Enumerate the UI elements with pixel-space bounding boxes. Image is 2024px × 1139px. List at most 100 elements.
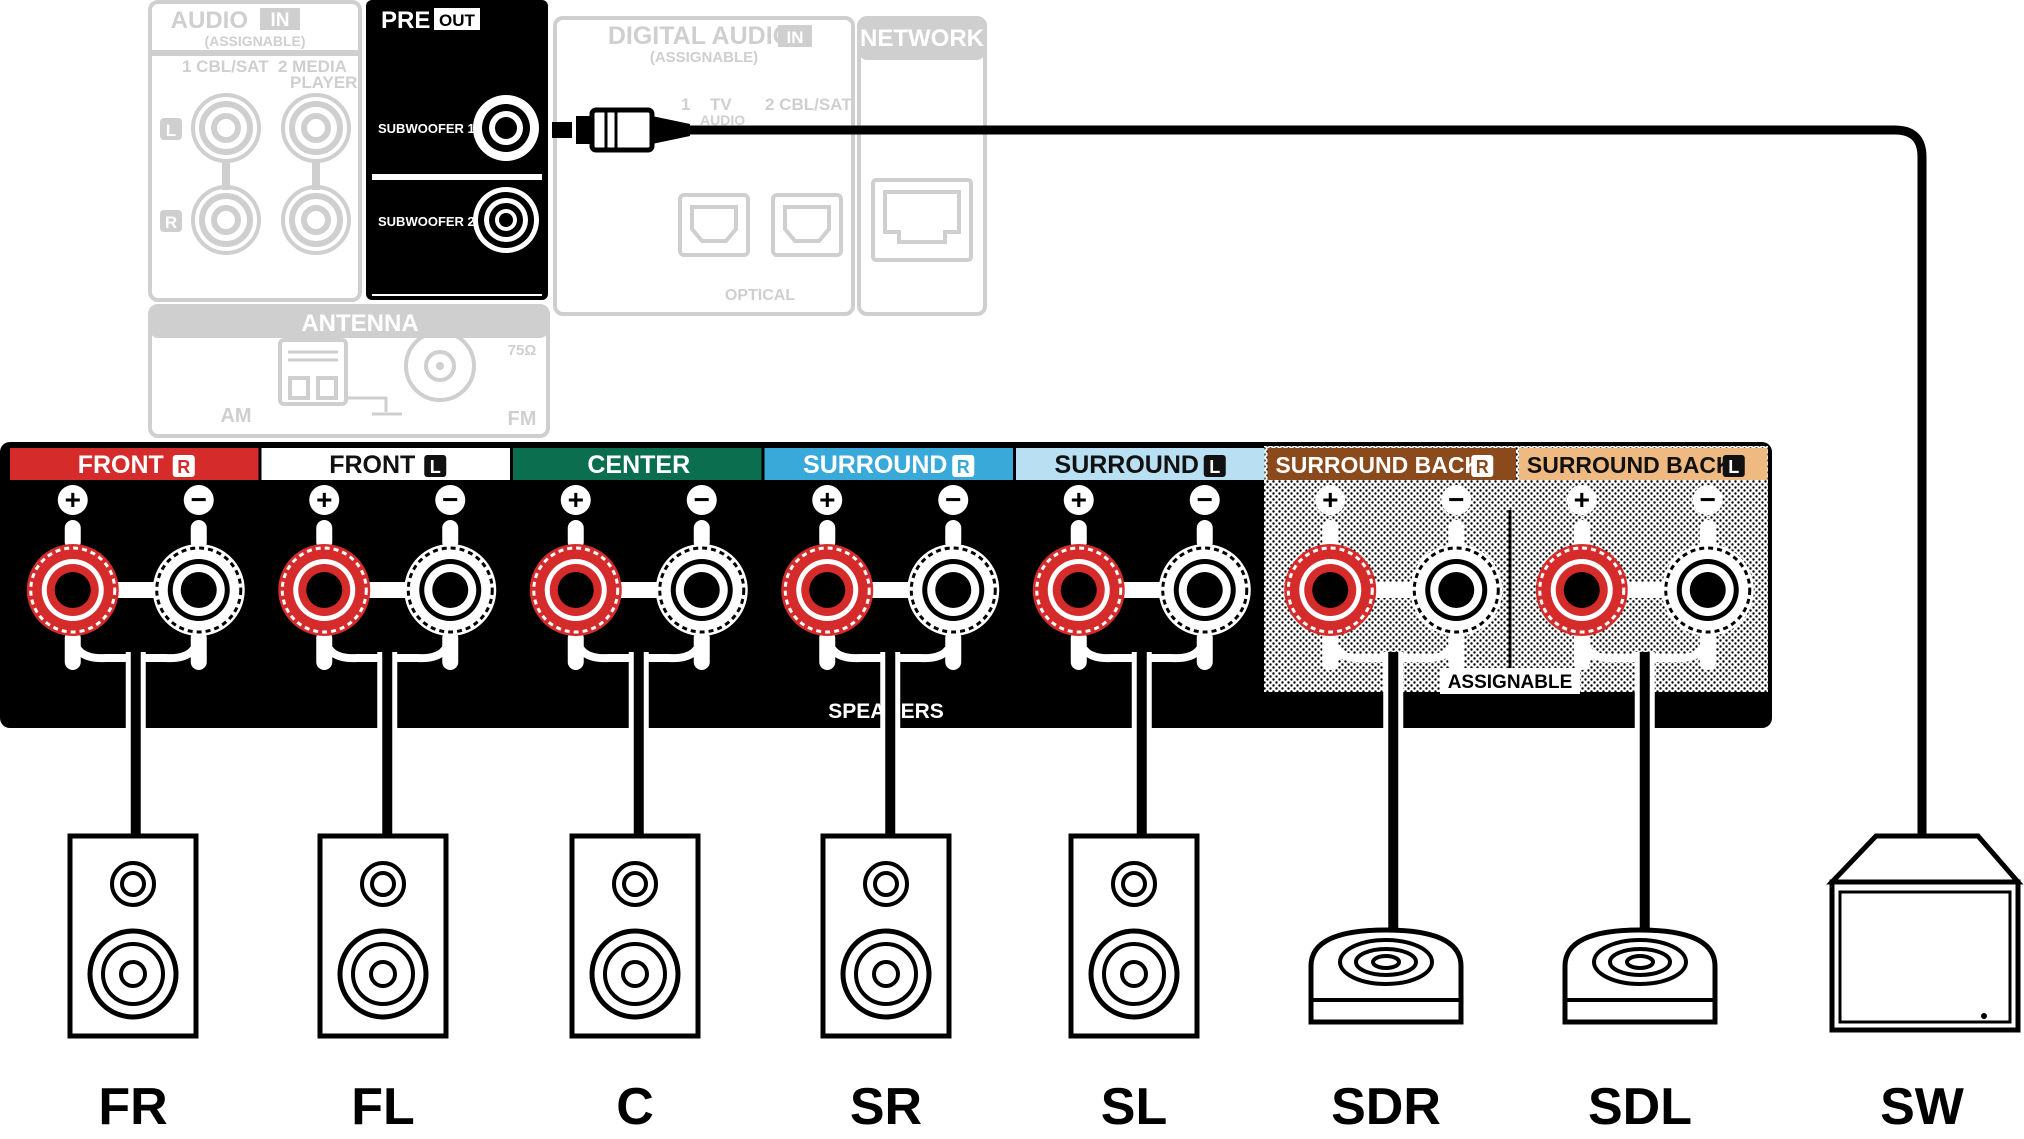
audio-in-col1: 1 CBL/SAT — [182, 57, 269, 76]
audio-in-col2a: 2 MEDIA — [278, 57, 347, 76]
audio-in-left: L — [166, 121, 176, 140]
channel-header-front-l: FRONT L — [261, 448, 510, 480]
height-speaker-icon — [1562, 927, 1718, 1025]
speaker-label: SDL — [1588, 1078, 1692, 1136]
channel-header-front-r: FRONT R — [10, 448, 259, 480]
audio-in-section: AUDIO IN (ASSIGNABLE) 1 CBL/SAT 2 MEDIA … — [148, 0, 362, 302]
channel-badge-surround-back-l: L — [1728, 457, 1739, 477]
bookshelf-speaker-icon — [1068, 833, 1200, 1039]
pre-out-title: PRE — [381, 7, 430, 34]
pre-out-section: PRE OUT SUBWOOFER 1 SUBWOOFER 2 — [366, 0, 548, 300]
speaker-terminal-surround-back-l[interactable]: +− — [1535, 484, 1754, 670]
rca-jack-cbl-l — [191, 93, 261, 163]
minus-icon: − — [435, 484, 466, 515]
am-terminal — [278, 338, 402, 416]
bookshelf-speaker-icon — [820, 833, 952, 1039]
bookshelf-speaker-icon — [569, 833, 701, 1039]
fm-connector — [404, 330, 476, 402]
subwoofer-2-jack[interactable] — [473, 187, 539, 253]
plus-icon: + — [1315, 484, 1346, 515]
minus-icon: − — [1189, 484, 1220, 515]
digital-port1-num: 1 — [681, 95, 690, 114]
channel-label-surround-back-l: SURROUND BACK — [1527, 452, 1733, 478]
minus-icon: − — [183, 484, 214, 515]
digital-port2-label: 2 CBL/SAT — [765, 95, 852, 114]
minus-sign: − — [1448, 484, 1464, 515]
minus-icon: − — [938, 484, 969, 515]
speaker-terminal-surround-back-r[interactable]: +− — [1284, 484, 1503, 670]
antenna-title: ANTENNA — [301, 310, 418, 337]
speaker-label: SR — [850, 1078, 922, 1136]
channel-badge-front-r: R — [177, 457, 190, 477]
speaker-cables — [125, 652, 1655, 936]
subwoofer-2-label: SUBWOOFER 2 — [378, 214, 475, 229]
subwoofer-cable — [552, 107, 1927, 858]
network-section: NETWORK — [857, 16, 987, 316]
plus-sign: + — [819, 484, 835, 515]
antenna-fm: FM — [508, 408, 537, 430]
speaker-icons — [67, 833, 2024, 1039]
minus-sign: − — [1700, 484, 1716, 515]
speaker-label: SDR — [1331, 1078, 1441, 1136]
channel-badge-surround-l: L — [1209, 457, 1220, 477]
rca-jack-cbl-r — [191, 185, 261, 255]
speaker-label: SL — [1101, 1078, 1167, 1136]
channel-label-surround-l: SURROUND — [1055, 451, 1199, 479]
channel-label-front-r: FRONT — [78, 451, 164, 479]
plus-icon: + — [560, 484, 591, 515]
plus-sign: + — [65, 484, 81, 515]
plus-icon: + — [1063, 484, 1094, 515]
audio-in-right: R — [165, 213, 177, 232]
plus-icon: + — [812, 484, 843, 515]
audio-in-title: AUDIO — [171, 7, 248, 34]
digital-port1-tv: TV — [710, 95, 732, 114]
speaker-terminal-front-r[interactable]: +− — [26, 484, 245, 670]
rca-jack-media-l — [281, 93, 351, 163]
plus-sign: + — [316, 484, 332, 515]
channel-label-center: CENTER — [587, 451, 690, 479]
antenna-am: AM — [220, 405, 251, 427]
speaker-label: FR — [98, 1078, 167, 1136]
digital-port1-audio: AUDIO — [700, 112, 745, 128]
channel-header-surround-r: SURROUND R — [764, 448, 1013, 480]
plus-icon: + — [57, 484, 88, 515]
digital-audio-sub: (ASSIGNABLE) — [650, 49, 758, 66]
channel-header-center: CENTER — [513, 448, 762, 480]
minus-icon: − — [1692, 484, 1723, 515]
speaker-label: SW — [1880, 1078, 1965, 1136]
speaker-labels: FR FL C SR SL SDR SDL SW — [98, 1078, 1964, 1136]
minus-sign: − — [694, 484, 710, 515]
speaker-terminal-surround-l[interactable]: +− — [1032, 484, 1251, 670]
channel-label-surround-back-r: SURROUND BACK — [1275, 452, 1481, 478]
assignable-label: ASSIGNABLE — [1448, 672, 1573, 693]
plus-sign: + — [568, 484, 584, 515]
minus-sign: − — [945, 484, 961, 515]
subwoofer-1-jack[interactable] — [473, 95, 539, 161]
ethernet-port — [871, 178, 973, 262]
audio-in-sub: (ASSIGNABLE) — [204, 33, 305, 49]
digital-audio-section: DIGITAL AUDIO IN (ASSIGNABLE) 1 TV AUDIO… — [553, 16, 855, 316]
minus-icon: − — [1441, 484, 1472, 515]
minus-sign: − — [1197, 484, 1213, 515]
plus-icon: + — [1566, 484, 1597, 515]
minus-sign: − — [442, 484, 458, 515]
speaker-label: C — [616, 1078, 654, 1136]
speaker-terminal-surround-r[interactable]: +− — [781, 484, 1000, 670]
channel-label-surround-r: SURROUND — [803, 451, 947, 479]
antenna-section: ANTENNA 75Ω AM FM — [148, 304, 550, 438]
antenna-ohm: 75Ω — [508, 342, 537, 359]
plus-sign: + — [1071, 484, 1087, 515]
channel-badge-front-l: L — [430, 457, 441, 477]
channel-badge-surround-r: R — [957, 457, 970, 477]
optical-label: OPTICAL — [725, 287, 795, 304]
plus-sign: + — [1322, 484, 1338, 515]
speaker-terminal-front-l[interactable]: +− — [278, 484, 497, 670]
rca-jack-media-r — [281, 185, 351, 255]
bookshelf-speaker-icon — [317, 833, 449, 1039]
speaker-label: FL — [351, 1078, 415, 1136]
channel-label-front-l: FRONT — [329, 451, 415, 479]
